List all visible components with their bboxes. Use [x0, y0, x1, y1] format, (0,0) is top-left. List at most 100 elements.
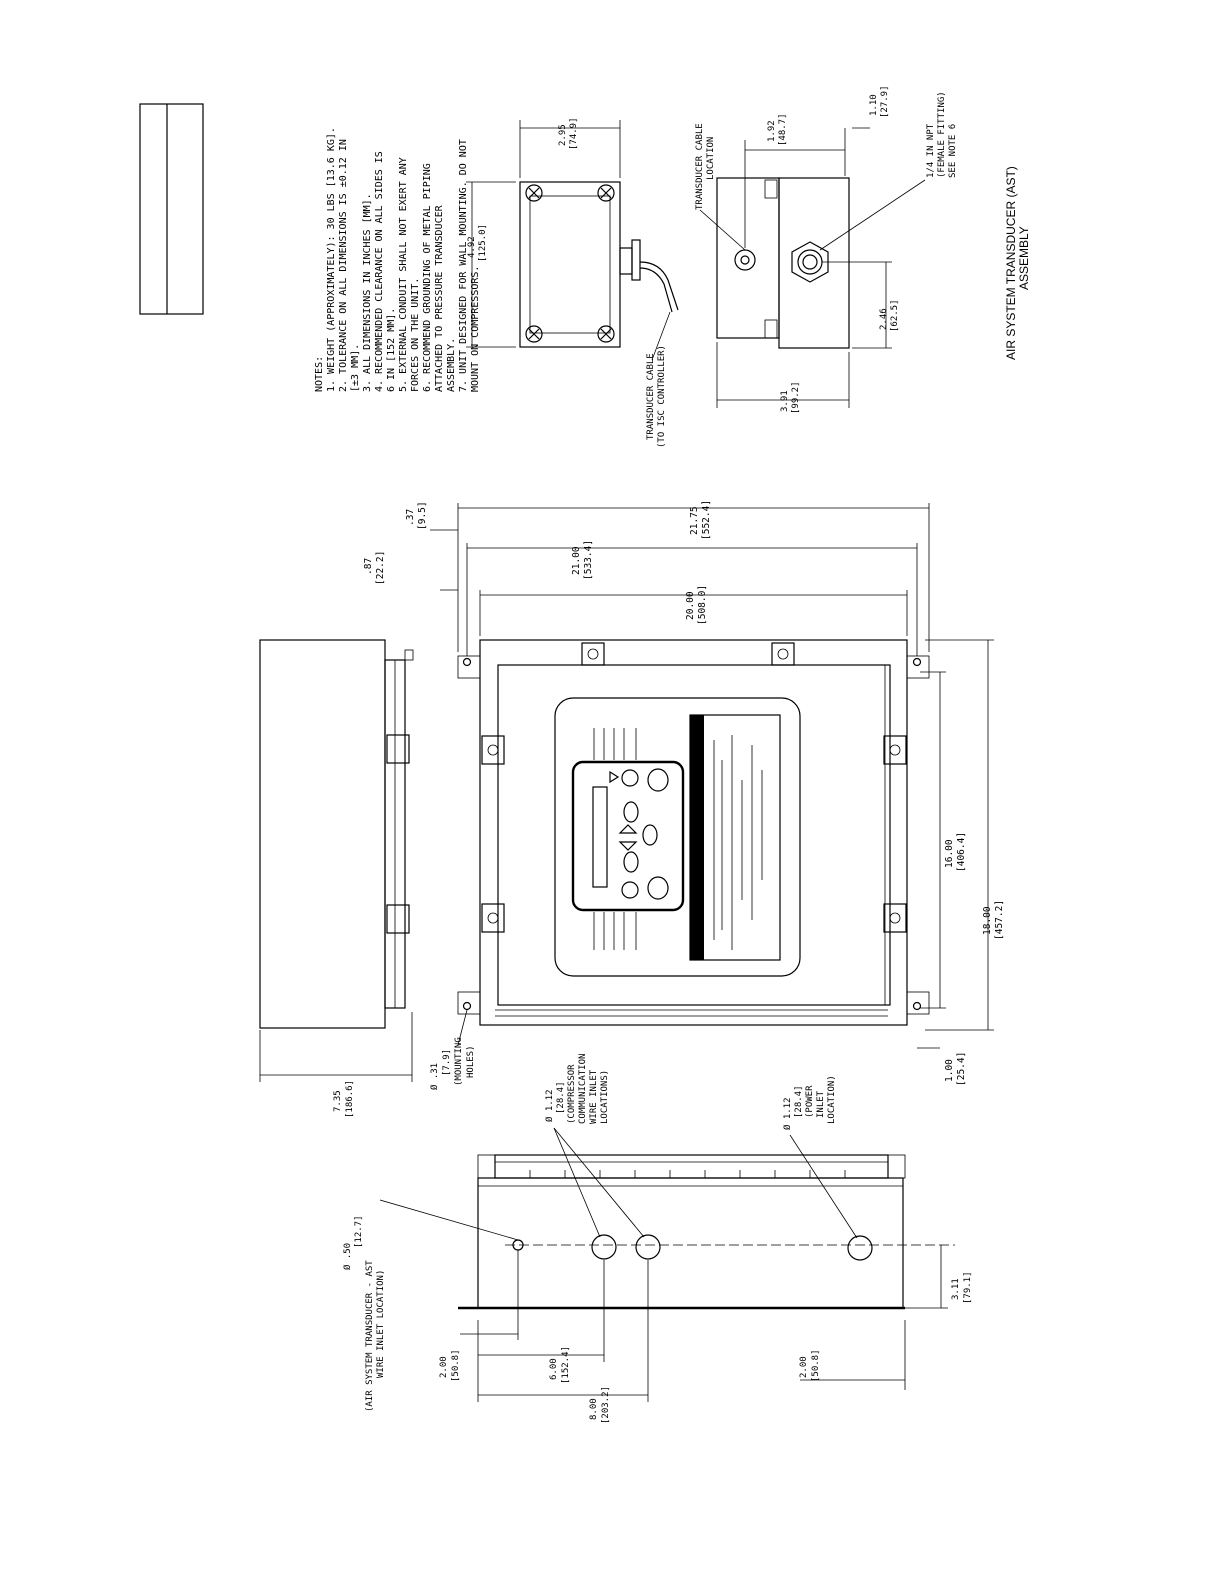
dim-1600-mm: [406.4] [956, 832, 967, 872]
comm-inlet-label-3: (COMPRESSOR [567, 1064, 577, 1124]
dim-1800: 18.00 [982, 906, 993, 935]
note-line: 4. RECOMMENDED CLEARANCE ON ALL SIDES IS [374, 151, 385, 392]
enclosure-side-view: 7.35 [186.6] [259, 639, 414, 1118]
dim-1800-mm: [457.2] [994, 900, 1005, 940]
transducer-cable-label: TRANSDUCER CABLE [646, 353, 656, 440]
dim-295-mm: [74.9] [569, 117, 579, 150]
note-line: FORCES ON THE UNIT. [410, 278, 421, 392]
arrow-up-icon [618, 824, 638, 834]
keypad-button [647, 768, 669, 792]
enclosure-bottom-view: 2.00 [50.8] 6.00 [152.4] 8.00 [203.2] 2.… [342, 1054, 973, 1424]
dim-110-mm: [27.9] [880, 85, 890, 118]
screw-icon [525, 184, 543, 202]
latch [481, 735, 505, 765]
dim-200a: 2.00 [439, 1356, 449, 1378]
hinge [386, 734, 410, 764]
dim-2100: 21.00 [571, 546, 582, 575]
keypad-display [571, 760, 685, 912]
power-inlet-label: Ø 1.12 [782, 1097, 793, 1130]
dim-200b: 2.00 [799, 1356, 809, 1378]
dim-192: 1.92 [767, 120, 777, 142]
note-line: 1. WEIGHT (APPROXIMATELY): 30 LBS [13.6 … [326, 127, 337, 392]
comm-wire-inlet [635, 1234, 661, 1260]
cable-gland [619, 247, 633, 275]
mounting-hole-label: Ø .31 [429, 1063, 440, 1090]
note-line: MOUNT ON COMPRESSORS. [470, 266, 481, 392]
power-inlet-label-5: LOCATION) [827, 1075, 837, 1124]
cable-location-label-2: LOCATION [706, 137, 716, 180]
cable-location-port [734, 249, 756, 271]
lcd-window [592, 786, 608, 888]
note-line: 2. TOLERANCE ON ALL DIMENSIONS IS ±0.12 … [338, 139, 349, 392]
comm-inlet-label: Ø 1.12 [544, 1089, 555, 1122]
dim-295: 2.95 [558, 124, 568, 146]
dim-311-mm: [79.1] [963, 1271, 973, 1304]
dim-100: 1.00 [944, 1059, 955, 1082]
dim-087: .87 [363, 558, 374, 575]
screw-icon [525, 325, 543, 343]
fitting-label-3: SEE NOTE 6 [948, 124, 958, 178]
comm-inlet-label-4: COMMUNICATION [578, 1054, 588, 1124]
transducer-cable-label-2: (TO ISC CONTROLLER) [657, 345, 667, 448]
power-inlet-label-2: [28.4] [794, 1085, 804, 1118]
note-line: 6. RECOMMEND GROUNDING OF METAL PIPING [422, 163, 433, 392]
comm-wire-inlet [591, 1234, 617, 1260]
note-line: 3. ALL DIMENSIONS IN INCHES [MM]. [362, 193, 373, 392]
dim-037-mm: [9.5] [417, 501, 428, 530]
note-line: ATTACHED TO PRESSURE TRANSDUCER [434, 204, 445, 392]
latch [581, 642, 605, 666]
mounting-hole-label-2: [7.9] [442, 1049, 452, 1076]
mounting-hole-label-4: HOLES) [466, 1045, 476, 1078]
ast-inlet-label-4: WIRE INLET LOCATION) [376, 1270, 386, 1378]
latch [771, 642, 795, 666]
dim-800-mm: [203.2] [601, 1386, 611, 1424]
dim-100-mm: [25.4] [956, 1052, 967, 1086]
note-line: 5. EXTERNAL CONDUIT SHALL NOT EXERT ANY [398, 157, 409, 392]
hinge [386, 904, 410, 934]
dim-246-mm: [62.5] [890, 299, 900, 332]
mounting-hole [912, 657, 922, 667]
indicator-icon [609, 770, 620, 784]
latch [883, 735, 907, 765]
comm-inlet-label-2: [28.4] [556, 1081, 566, 1114]
dim-2100-mm: [533.4] [583, 540, 594, 580]
dim-200b-mm: [50.8] [811, 1349, 821, 1382]
comm-inlet-label-6: LOCATIONS) [600, 1070, 610, 1124]
power-inlet-label-3: (POWER [805, 1085, 815, 1118]
warning-label-header [690, 715, 704, 960]
comm-inlet-label-5: WIRE INLET [589, 1069, 599, 1124]
dim-391: 3.91 [780, 390, 790, 412]
ast-inlet-label-2: [12.7] [354, 1215, 364, 1248]
arrow-down-icon [618, 841, 638, 851]
keypad-button [621, 881, 639, 899]
dim-492-mm: [125.0] [478, 224, 488, 262]
power-inlet [847, 1235, 873, 1261]
dim-800: 8.00 [589, 1398, 599, 1420]
ast-title: AIR SYSTEM TRANSDUCER (AST) [1004, 166, 1018, 360]
dim-110: 1.10 [869, 94, 879, 116]
keypad-button [642, 824, 658, 846]
note-line: 6 IN [152 MM]. [386, 308, 397, 392]
notes-block: NOTES: 1. WEIGHT (APPROXIMATELY): 30 LBS… [314, 127, 481, 392]
status-led-ticks [593, 728, 637, 950]
ast-inlet-label: Ø .50 [342, 1243, 353, 1270]
dim-735: 7.35 [333, 1090, 343, 1112]
warning-label-text [713, 735, 763, 950]
ast-title-2: ASSEMBLY [1017, 226, 1031, 290]
note-line: 7. UNIT DESIGNED FOR WALL MOUNTING. DO N… [458, 139, 469, 392]
dim-2175: 21.75 [689, 506, 700, 535]
ast-inlet-label-3: (AIR SYSTEM TRANSDUCER - AST [365, 1260, 375, 1412]
fitting-label: 1/4 IN NPT [926, 123, 936, 178]
latch [481, 903, 505, 933]
dim-735-mm: [186.6] [345, 1080, 355, 1118]
note-line: [±3 MM]. [350, 344, 361, 392]
screw-icon [597, 184, 615, 202]
mounting-hole [912, 1001, 922, 1011]
notes-heading: NOTES: [314, 356, 325, 392]
ast-side-view: TRANSDUCER CABLE LOCATION 1.92 [48.7] 1.… [695, 85, 958, 414]
dim-311: 3.11 [951, 1278, 961, 1300]
screw-icon [597, 325, 615, 343]
dim-391-mm: [99.2] [791, 381, 801, 414]
bottom-flange-ticks [529, 1170, 846, 1178]
